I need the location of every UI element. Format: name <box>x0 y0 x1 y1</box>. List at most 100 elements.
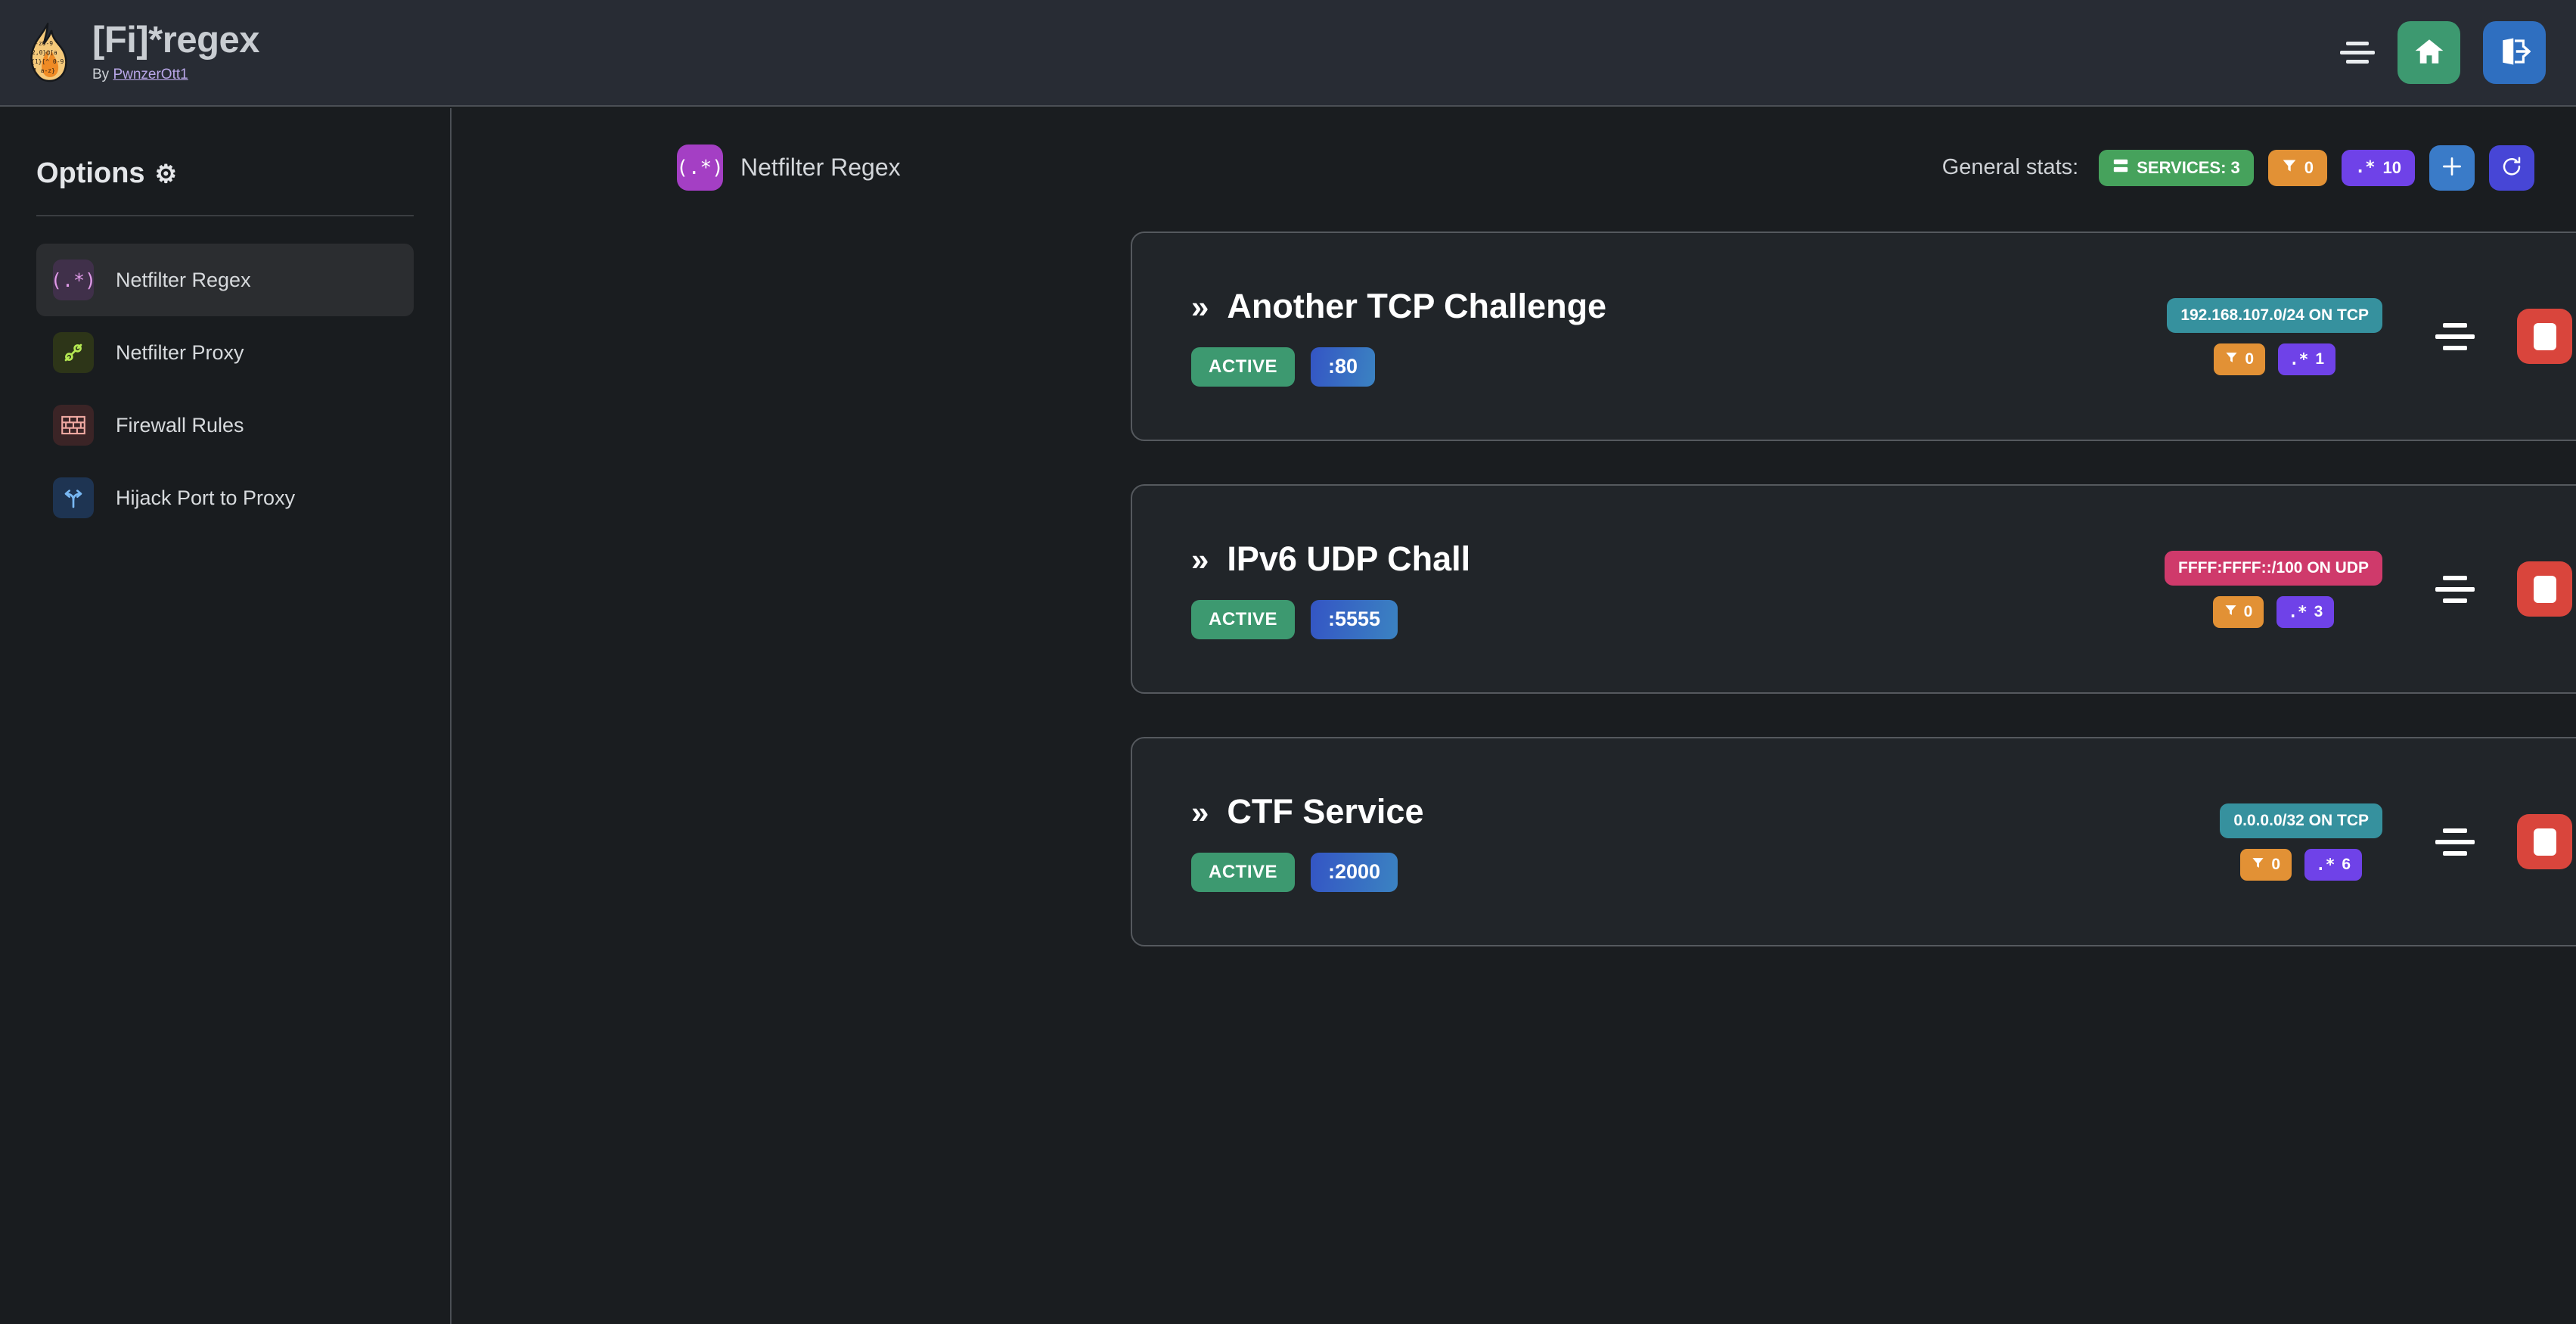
service-card[interactable]: » IPv6 UDP Chall ACTIVE :5555 FFFF:FFFF:… <box>1131 484 2576 694</box>
service-title-row: » Another TCP Challenge <box>1191 287 1606 326</box>
service-regex-badge: .* 3 <box>2277 595 2335 628</box>
stop-icon <box>2533 575 2556 603</box>
flame-regex-logo-icon: -z0-9 2,0}@[a {1}[^ 0-9] 1 a-z} <box>23 20 73 83</box>
stop-button[interactable] <box>2517 561 2572 617</box>
home-button[interactable] <box>2398 21 2460 84</box>
port-badge: :5555 <box>1311 599 1398 639</box>
service-card-actions: 0.0.0.0/32 ON TCP 0 .* 6 <box>2220 803 2576 881</box>
stop-button[interactable] <box>2517 814 2572 869</box>
add-service-button[interactable] <box>2429 145 2475 191</box>
logout-button[interactable] <box>2483 21 2546 84</box>
status-badge: ACTIVE <box>1191 852 1296 892</box>
service-card-info: » IPv6 UDP Chall ACTIVE :5555 <box>1132 539 1470 639</box>
regex-icon: .* <box>2288 602 2308 621</box>
services-count-label: SERVICES: 3 <box>2137 157 2240 177</box>
service-card[interactable]: » CTF Service ACTIVE :2000 0.0.0.0/32 ON… <box>1131 737 2576 946</box>
status-badge: ACTIVE <box>1191 599 1296 639</box>
sidebar-item-hijack-port-to-proxy[interactable]: Hijack Port to Proxy <box>36 462 414 534</box>
regex-icon: .* <box>2355 158 2376 177</box>
drag-handle-icon[interactable] <box>2435 828 2475 856</box>
sidebar: Options ⚙ (.*) Netfilter Regex Netfilter… <box>0 108 452 1324</box>
sidebar-nav-list: (.*) Netfilter Regex Netfilter Proxy Fir… <box>0 244 450 534</box>
service-card-actions: FFFF:FFFF::/100 ON UDP 0 .* 3 <box>2165 550 2576 628</box>
by-prefix: By <box>92 67 113 82</box>
service-regex-badge: .* 1 <box>2278 343 2335 375</box>
brand: -z0-9 2,0}@[a {1}[^ 0-9] 1 a-z} [Fi]*reg… <box>0 20 260 83</box>
service-network-stats: 0.0.0.0/32 ON TCP 0 .* 6 <box>2220 803 2382 881</box>
general-stats-label: General stats: <box>1941 155 2079 179</box>
service-tags: ACTIVE :5555 <box>1191 599 1470 639</box>
network-badge: FFFF:FFFF::/100 ON UDP <box>2165 550 2382 586</box>
svg-text:2,0}@[a: 2,0}@[a <box>32 49 57 56</box>
status-badge: ACTIVE <box>1191 347 1296 387</box>
services-count-badge: SERVICES: 3 <box>2099 149 2254 186</box>
service-card-info: » Another TCP Challenge ACTIVE :80 <box>1132 287 1606 387</box>
double-chevron-icon: » <box>1191 794 1209 830</box>
sidebar-item-label: Firewall Rules <box>116 413 244 437</box>
regex-icon: (.*) <box>676 145 724 191</box>
service-network-stats: FFFF:FFFF::/100 ON UDP 0 .* 3 <box>2165 550 2382 628</box>
services-list: » Another TCP Challenge ACTIVE :80 192.1… <box>453 195 2576 946</box>
funnel-icon <box>2225 350 2238 368</box>
general-stats: General stats: SERVICES: 3 0 .* 10 <box>1942 145 2534 191</box>
author-line: By PwnzerOtt1 <box>92 67 259 83</box>
service-card-actions: 192.168.107.0/24 ON TCP 0 .* 1 <box>2167 297 2576 375</box>
main-header-row: (.*) Netfilter Regex General stats: SERV… <box>453 108 2576 195</box>
service-tags: ACTIVE :80 <box>1191 347 1606 387</box>
app-title: [Fi]*regex <box>92 20 260 61</box>
service-name: Another TCP Challenge <box>1227 286 1607 325</box>
service-filter-badge: 0 <box>2240 848 2292 881</box>
main-content: (.*) Netfilter Regex General stats: SERV… <box>453 108 2576 1324</box>
sidebar-item-firewall-rules[interactable]: Firewall Rules <box>36 389 414 462</box>
service-regex-count: 3 <box>2314 602 2323 620</box>
service-filter-count: 0 <box>2245 350 2255 368</box>
regex-icon: .* <box>2289 350 2309 368</box>
sidebar-item-label: Netfilter Proxy <box>116 340 244 364</box>
refresh-button[interactable] <box>2489 145 2534 191</box>
drag-handle-icon[interactable] <box>2435 322 2475 350</box>
network-badge: 192.168.107.0/24 ON TCP <box>2167 297 2382 333</box>
service-regex-badge: .* 6 <box>2304 848 2363 881</box>
double-chevron-icon: » <box>1191 541 1209 577</box>
sidebar-item-netfilter-proxy[interactable]: Netfilter Proxy <box>36 316 414 389</box>
double-chevron-icon: » <box>1191 288 1209 325</box>
gear-icon: ⚙ <box>154 160 178 188</box>
service-title-row: » CTF Service <box>1191 792 1423 831</box>
service-tags: ACTIVE :2000 <box>1191 852 1423 892</box>
global-filter-badge: 0 <box>2267 149 2328 186</box>
regex-icon: (.*) <box>51 260 96 300</box>
service-filter-badge: 0 <box>2214 343 2266 375</box>
author-link[interactable]: PwnzerOtt1 <box>113 67 188 82</box>
top-header-bar: -z0-9 2,0}@[a {1}[^ 0-9] 1 a-z} [Fi]*reg… <box>0 0 2576 107</box>
stop-button[interactable] <box>2517 309 2572 364</box>
home-icon <box>2413 36 2445 70</box>
service-card[interactable]: » Another TCP Challenge ACTIVE :80 192.1… <box>1131 232 2576 441</box>
plug-icon <box>53 332 94 373</box>
service-filter-badge: 0 <box>2212 595 2264 628</box>
hamburger-icon[interactable] <box>2340 40 2375 66</box>
svg-text:-z0-9: -z0-9 <box>35 40 53 47</box>
funnel-icon <box>2252 856 2264 874</box>
port-badge: :2000 <box>1311 852 1398 892</box>
stop-icon <box>2533 828 2556 856</box>
stop-icon <box>2533 322 2556 350</box>
brick-wall-icon <box>53 405 94 446</box>
refresh-icon <box>2500 155 2523 180</box>
funnel-icon <box>2224 603 2237 621</box>
sidebar-item-label: Hijack Port to Proxy <box>116 486 296 509</box>
service-name: CTF Service <box>1227 791 1424 831</box>
page-title: Netfilter Regex <box>740 154 901 181</box>
sidebar-item-netfilter-regex[interactable]: (.*) Netfilter Regex <box>36 244 414 316</box>
logout-icon <box>2499 36 2531 70</box>
service-title-row: » IPv6 UDP Chall <box>1191 539 1470 579</box>
svg-text:1 a-z}: 1 a-z} <box>33 67 55 74</box>
svg-text:{1}[^ 0-9]: {1}[^ 0-9] <box>31 58 67 65</box>
sidebar-divider <box>36 215 414 216</box>
global-filter-count: 0 <box>2304 157 2314 177</box>
sidebar-heading-label: Options <box>36 157 145 189</box>
drag-handle-icon[interactable] <box>2435 575 2475 603</box>
service-name: IPv6 UDP Chall <box>1227 539 1471 578</box>
service-card-info: » CTF Service ACTIVE :2000 <box>1132 792 1423 892</box>
service-network-stats: 192.168.107.0/24 ON TCP 0 .* 1 <box>2167 297 2382 375</box>
global-regex-badge: .* 10 <box>2342 149 2415 186</box>
